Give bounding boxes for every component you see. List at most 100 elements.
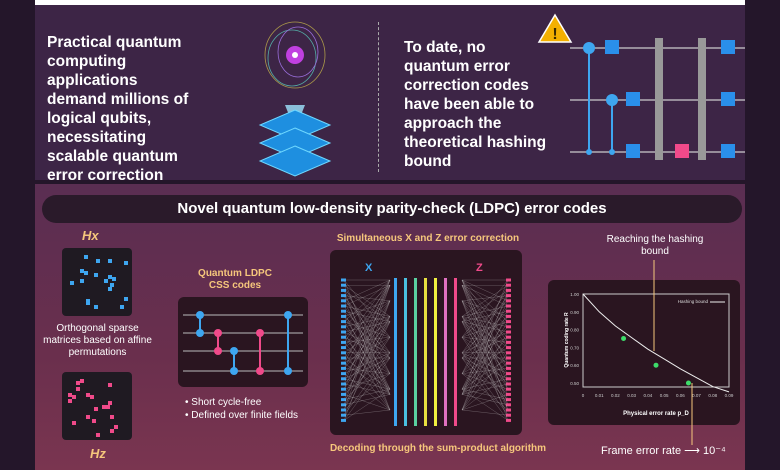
z-node (506, 387, 511, 391)
graph-edge (343, 285, 391, 307)
x-node (341, 340, 346, 344)
y-axis-label: Quantum coding rate R (564, 312, 570, 368)
matrix-entry (94, 407, 98, 411)
bullet-item: • Short cycle-free (185, 397, 262, 408)
x-node (341, 346, 346, 350)
graph-edge (461, 279, 509, 385)
section-title: Novel quantum low-density parity-check (… (42, 195, 742, 223)
matrix-entry (110, 429, 114, 433)
x-node (341, 418, 346, 422)
graph-edge (461, 279, 509, 343)
matrix-entry (108, 401, 112, 405)
matrix-entry (86, 301, 90, 305)
z-node (506, 304, 511, 308)
x-tick-label: 0.01 (595, 393, 604, 398)
x-axis-label: Physical error rate p_D (623, 411, 689, 417)
graph-edge (343, 337, 391, 405)
graph-edge (461, 279, 509, 322)
z-node (506, 382, 511, 386)
graph-edge (343, 357, 391, 400)
matrix-entry (72, 421, 76, 425)
x-node (341, 398, 346, 402)
check-node-column (404, 278, 407, 426)
graph-edge (461, 409, 509, 416)
graph-edge (343, 373, 391, 411)
graph-edge (461, 300, 509, 359)
hx-matrix (62, 248, 132, 316)
data-point (653, 362, 659, 368)
frame-error-label: Frame error rate ⟶ 10⁻⁴ (601, 445, 726, 457)
check-node-column (454, 278, 457, 426)
top-band (35, 0, 745, 5)
z-node (506, 340, 511, 344)
matrix-entry (90, 395, 94, 399)
frame-error-value: 10⁻⁴ (702, 445, 726, 457)
matrix-entry (86, 393, 90, 397)
x-node (341, 330, 346, 334)
x-node (341, 299, 346, 303)
matrix-entry (104, 279, 108, 283)
graph-edge (461, 285, 509, 327)
x-node (341, 309, 346, 313)
x-node (341, 403, 346, 407)
graph-edge (461, 279, 509, 405)
graph-edge (343, 357, 391, 421)
z-node (506, 403, 511, 407)
check-node-column (414, 278, 417, 426)
z-node (506, 314, 511, 318)
matrix-entry (110, 283, 114, 287)
hx-label: Hx (82, 228, 99, 243)
x-node (341, 356, 346, 360)
graph-edge (461, 373, 509, 411)
graph-edge (343, 389, 391, 400)
y-tick-label: 0.70 (570, 345, 579, 350)
x-node (341, 335, 346, 339)
css-code-circuit (178, 297, 308, 387)
y-tick-label: 0.50 (570, 381, 579, 386)
x-node (341, 314, 346, 318)
y-tick-label: 0.80 (570, 328, 579, 333)
z-node (506, 283, 511, 287)
graph-edge (343, 279, 391, 405)
x-tick-label: 0.07 (692, 393, 701, 398)
graph-edge (461, 295, 509, 301)
matrix-entry (96, 259, 100, 263)
graph-edge (461, 321, 509, 395)
matrix-entry (84, 255, 88, 259)
tanner-graph (341, 278, 511, 426)
graph-edge (461, 285, 509, 348)
check-node-column (424, 278, 427, 426)
graph-edge (343, 300, 391, 317)
graph-edge (343, 300, 391, 421)
z-node (506, 294, 511, 298)
matrix-entry (80, 269, 84, 273)
matrix-entry (108, 259, 112, 263)
z-node (506, 398, 511, 402)
graph-edge (461, 357, 509, 421)
graph-edge (461, 352, 509, 416)
matrix-entry (92, 419, 96, 423)
graph-edge (461, 279, 509, 364)
graph-edge (461, 285, 509, 390)
graph-edge (343, 373, 391, 390)
graph-edge (343, 279, 391, 301)
x-node (341, 320, 346, 324)
z-node (506, 356, 511, 360)
svg-text:!: ! (552, 26, 557, 43)
graph-edge (461, 316, 509, 411)
matrix-entry (84, 271, 88, 275)
matrix-entry (112, 277, 116, 281)
intro-text: Practical quantum computing applications… (47, 34, 189, 184)
x-node (341, 361, 346, 365)
matrix-entry (108, 383, 112, 387)
graph-edge (343, 279, 391, 322)
graph-edge (343, 316, 391, 390)
graph-edge (461, 394, 509, 405)
matrix-entry (120, 305, 124, 309)
graph-edge (343, 352, 391, 416)
data-point (685, 380, 691, 386)
hashing-bound-line (582, 293, 730, 393)
z-node (506, 299, 511, 303)
hz-label: Hz (90, 446, 106, 461)
